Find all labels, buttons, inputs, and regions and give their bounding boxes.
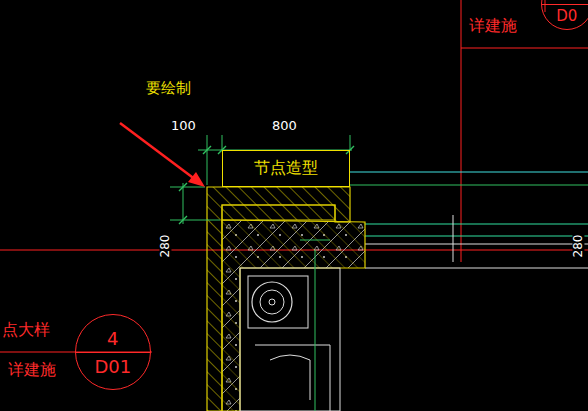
node-text: 4 xyxy=(107,330,118,348)
detail-callout-circle: D0 xyxy=(541,0,588,30)
detail-title: 点大样 xyxy=(2,322,50,338)
node-text: D0 xyxy=(556,9,577,24)
dimension-text: 280 xyxy=(159,233,171,260)
dimension-text: 800 xyxy=(272,119,297,132)
node-text: 节点造型 xyxy=(254,160,318,176)
divider-line xyxy=(542,4,588,5)
divider-line xyxy=(76,352,150,353)
dimension-text: 100 xyxy=(171,119,196,132)
dimension-text: 280 xyxy=(572,233,584,260)
annotation-note: 要绘制 xyxy=(146,81,191,96)
feature-box: 节点造型 xyxy=(222,150,350,187)
drawing-reference: 详建施 xyxy=(469,18,517,34)
detail-callout-circle: 4D01 xyxy=(75,314,151,390)
node-subtext: D01 xyxy=(94,358,131,376)
drawing-reference: 详建施 xyxy=(8,362,56,378)
